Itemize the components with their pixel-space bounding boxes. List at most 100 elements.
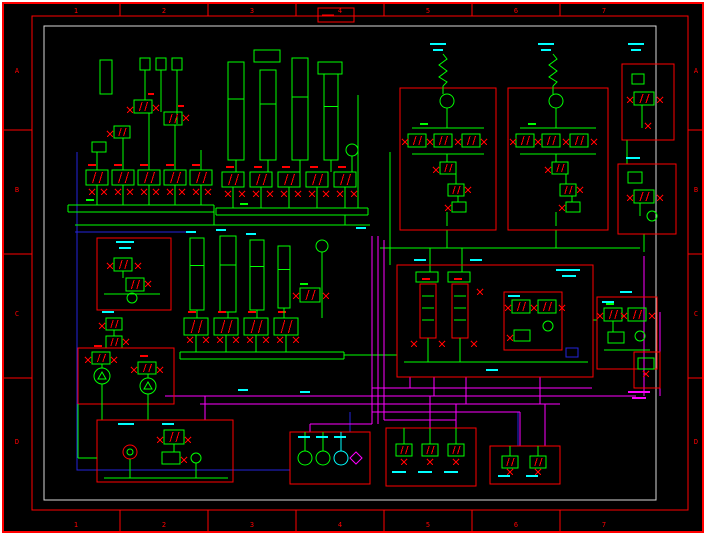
zone-label: 7	[602, 521, 606, 529]
port-x-marker	[452, 458, 460, 466]
hydraulic-symbol	[253, 49, 281, 63]
port-x-marker	[438, 340, 446, 348]
port-x-marker	[454, 138, 462, 146]
directional-valve-symbol	[541, 133, 561, 148]
port-x-marker	[322, 190, 330, 198]
zone-label: 3	[250, 7, 254, 15]
directional-valve-symbol	[551, 161, 569, 175]
port-x-marker	[110, 356, 118, 364]
port-x-marker	[134, 262, 142, 270]
directional-valve-symbol	[163, 111, 183, 126]
port-x-marker	[280, 190, 288, 198]
directional-valve-symbol	[461, 133, 481, 148]
port-x-marker	[426, 458, 434, 466]
zone-label: D	[15, 438, 19, 446]
port-x-marker	[626, 194, 634, 202]
port-x-marker	[562, 138, 570, 146]
port-x-marker	[656, 194, 664, 202]
directional-valve-symbol	[511, 299, 531, 314]
port-x-marker	[166, 188, 174, 196]
hydraulic-symbol	[99, 59, 113, 95]
hydraulic-symbol	[565, 201, 581, 213]
hydraulic-symbol	[451, 201, 467, 213]
port-x-marker	[292, 336, 300, 344]
revision-box	[317, 7, 355, 23]
zone-label: 5	[426, 7, 430, 15]
port-x-marker	[246, 336, 254, 344]
port-x-marker	[126, 188, 134, 196]
port-x-marker	[114, 188, 122, 196]
port-x-marker	[276, 336, 284, 344]
zone-label: 6	[514, 7, 518, 15]
component-group-box	[399, 87, 497, 231]
port-x-marker	[204, 188, 212, 196]
diamond-symbol	[349, 451, 363, 465]
component-group-box	[503, 291, 563, 351]
component-group-box	[77, 347, 175, 405]
component-group-box	[617, 163, 677, 235]
port-x-marker	[506, 468, 514, 476]
zone-label: 2	[162, 521, 166, 529]
hydraulic-symbol	[161, 451, 181, 465]
hydraulic-symbol	[627, 171, 643, 184]
directional-valve-symbol	[137, 361, 157, 375]
port-x-marker	[202, 336, 210, 344]
port-x-marker	[506, 334, 514, 342]
port-x-marker	[180, 456, 188, 464]
hydraulic-symbol	[91, 141, 107, 153]
port-x-marker	[534, 138, 542, 146]
zone-label: C	[15, 310, 19, 318]
zone-label: 6	[514, 521, 518, 529]
port-x-marker	[558, 304, 566, 312]
component-group-box	[633, 351, 661, 389]
circle-symbol	[646, 210, 658, 222]
component-group-box	[289, 431, 371, 485]
hydraulic-symbol-blue	[565, 347, 579, 358]
hydraulic-symbol	[631, 73, 645, 85]
port-x-marker	[590, 138, 598, 146]
port-x-marker	[184, 436, 192, 444]
port-x-marker	[126, 106, 134, 114]
port-x-marker	[294, 190, 302, 198]
component-group-box	[621, 63, 675, 141]
port-x-marker	[182, 114, 190, 122]
hydraulic-symbol	[513, 329, 531, 342]
port-x-marker	[106, 130, 114, 138]
component-group-box	[507, 87, 609, 231]
port-x-marker	[648, 312, 656, 320]
port-x-marker	[642, 370, 650, 378]
spring-symbol	[438, 53, 448, 87]
port-x-marker	[308, 190, 316, 198]
port-x-marker	[620, 312, 628, 320]
port-x-marker	[140, 188, 148, 196]
port-x-marker	[410, 340, 418, 348]
port-x-marker	[130, 366, 138, 374]
port-x-marker	[534, 468, 542, 476]
spring-symbol	[548, 53, 558, 87]
port-x-marker	[84, 356, 92, 364]
zone-label: B	[694, 186, 698, 194]
port-x-marker	[444, 204, 452, 212]
directional-valve-symbol	[91, 351, 111, 365]
zone-label: A	[15, 67, 20, 75]
port-x-marker	[98, 322, 106, 330]
component-group-box	[385, 427, 477, 487]
directional-valve-symbol	[515, 133, 535, 148]
port-x-marker	[426, 138, 434, 146]
port-x-marker	[192, 188, 200, 196]
zone-label: 5	[426, 521, 430, 529]
port-x-marker	[432, 166, 440, 174]
circle-symbol	[126, 448, 134, 456]
zone-label: C	[694, 310, 698, 318]
hydraulic-symbol	[637, 357, 655, 370]
port-x-marker	[322, 292, 330, 300]
component-group-box	[396, 264, 594, 378]
hydraulic-symbol	[607, 331, 625, 344]
port-x-marker	[152, 188, 160, 196]
port-x-marker	[470, 340, 478, 348]
directional-valve-symbol	[627, 307, 647, 322]
circle-symbol	[126, 292, 138, 304]
hydraulic-symbol	[317, 61, 343, 75]
